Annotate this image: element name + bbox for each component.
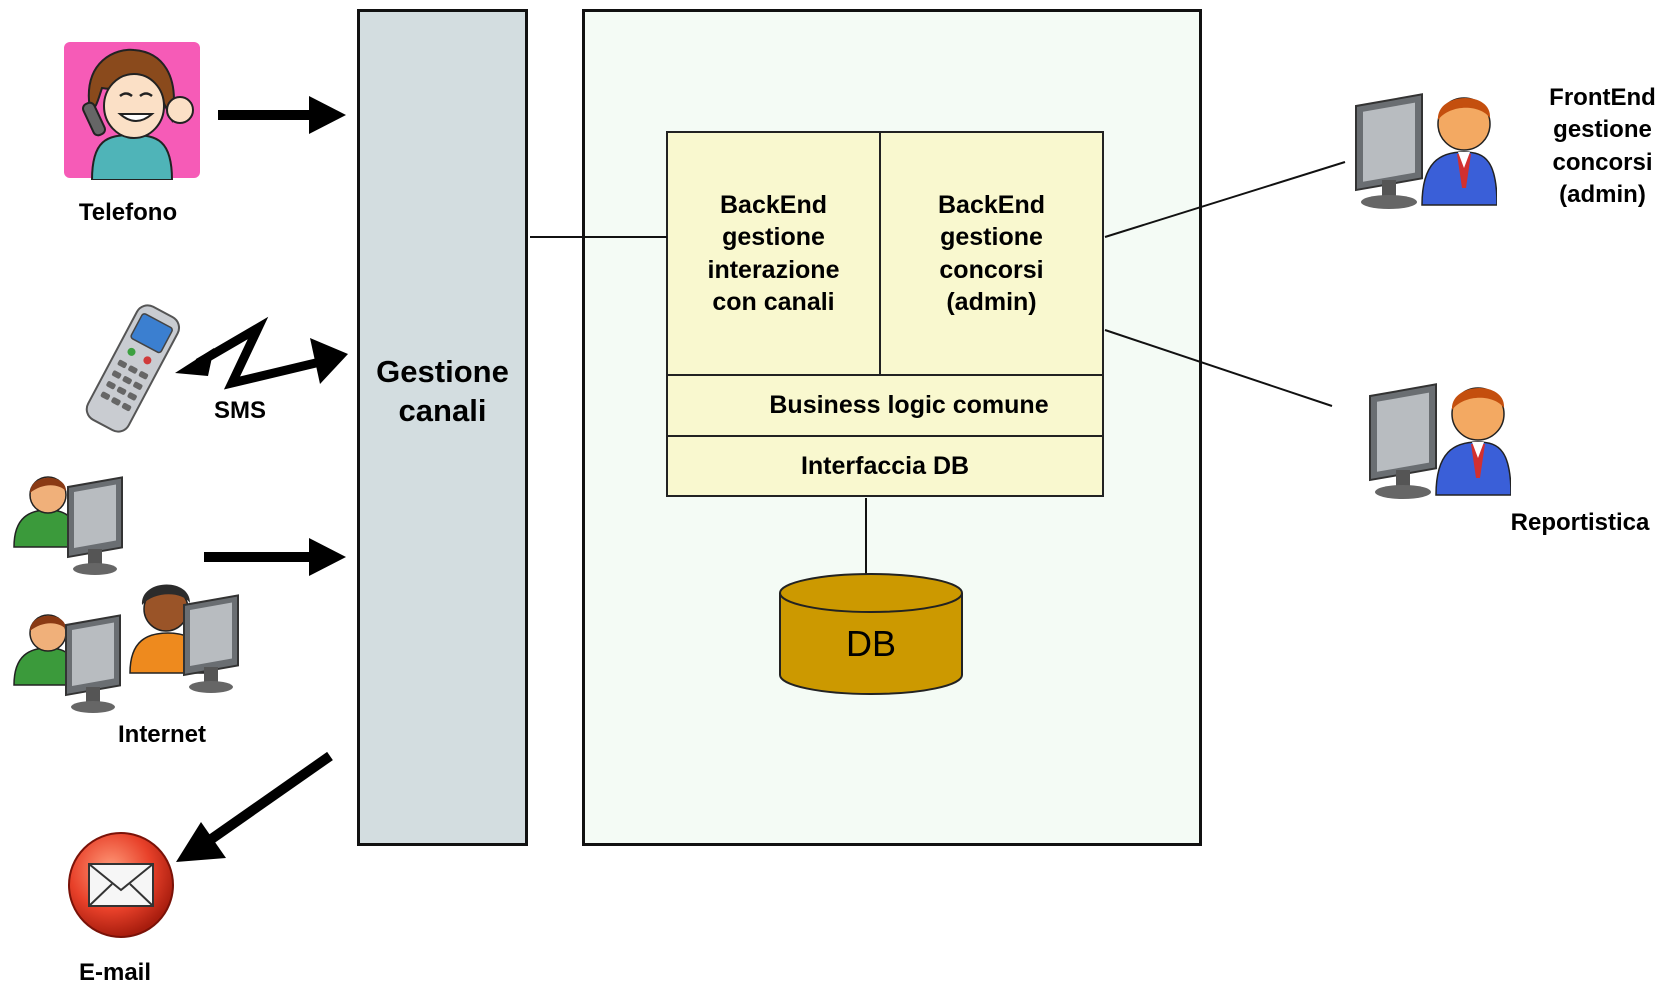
sms-label: SMS: [213, 397, 266, 424]
admin-to-reports-line: [1104, 329, 1333, 407]
report-user-icon: [1369, 383, 1511, 499]
business-logic-module: Business logic comune: [666, 374, 1104, 437]
channels-panel: [357, 9, 528, 846]
backend-channels-module: BackEnd gestione interazione con canali: [666, 131, 881, 376]
db-label: DB: [846, 623, 896, 664]
reports-label: Reportistica: [1510, 509, 1650, 536]
users-at-computers-icon: [13, 476, 239, 714]
sms-arrow: [175, 316, 348, 390]
woman-on-phone-icon: [64, 42, 200, 180]
admin-user-icon: [1355, 93, 1497, 209]
telefono-arrow: [218, 96, 346, 134]
db-interface-module: Interfaccia DB: [666, 435, 1104, 497]
internet-label: Internet: [117, 721, 206, 748]
internet-arrow: [204, 538, 346, 576]
email-label: E-mail: [78, 959, 152, 986]
mobile-phone-icon: [85, 304, 181, 433]
telefono-label: Telefono: [78, 199, 178, 226]
admin-to-frontend-line: [1104, 161, 1346, 238]
frontend-label: FrontEnd gestione concorsi (admin): [1549, 84, 1656, 209]
channels-panel-label: Gestione canali: [376, 354, 509, 428]
email-arrow: [176, 751, 333, 862]
database-cylinder: DB: [779, 573, 963, 695]
envelope-icon: [68, 832, 174, 938]
